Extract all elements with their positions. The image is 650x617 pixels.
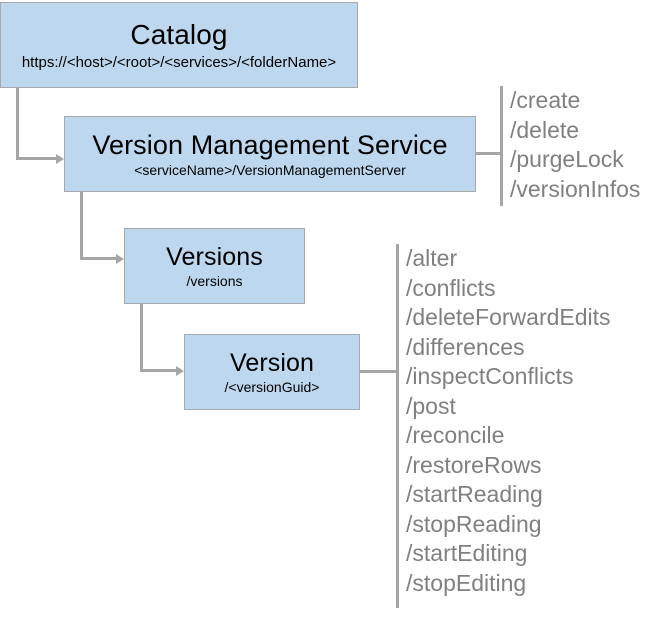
node-version[interactable]: Version /<versionGuid> <box>184 334 360 410</box>
node-catalog-subtitle: https://<host>/<root>/<services>/<folder… <box>21 53 337 71</box>
node-versions-subtitle: /versions <box>186 272 243 289</box>
arrowhead-icon <box>176 365 184 376</box>
operations-list-version: /alter /conflicts /deleteForwardEdits /d… <box>406 244 611 598</box>
operation-item[interactable]: /stopEditing <box>406 569 527 596</box>
operation-item[interactable]: /restoreRows <box>406 451 542 478</box>
operation-item[interactable]: /versionInfos <box>510 175 641 202</box>
operation-item[interactable]: /purgeLock <box>510 146 624 172</box>
node-catalog-title: Catalog <box>130 19 228 51</box>
connector-segment-vertical <box>80 192 83 260</box>
node-versions-title: Versions <box>166 242 263 271</box>
operations-bracket <box>500 86 503 206</box>
node-version-management-service-title: Version Management Service <box>92 129 448 160</box>
operation-item[interactable]: /conflicts <box>406 274 496 301</box>
operation-item[interactable]: /create <box>510 87 581 113</box>
connector-segment-vertical <box>140 304 143 372</box>
arrowhead-icon <box>116 253 124 264</box>
operation-item[interactable]: /reconcile <box>406 422 505 448</box>
node-versions[interactable]: Versions /versions <box>124 228 305 304</box>
node-version-title: Version <box>229 348 315 377</box>
connector-segment-horizontal <box>140 369 176 372</box>
operations-stem <box>476 152 500 155</box>
operation-item[interactable]: /post <box>406 392 456 419</box>
node-version-subtitle: /<versionGuid> <box>224 378 320 395</box>
operation-item[interactable]: /stopReading <box>406 510 542 537</box>
connector-segment-horizontal <box>16 157 56 160</box>
operations-stem <box>360 370 396 373</box>
node-version-management-service-subtitle: <serviceName>/VersionManagementServer <box>134 162 406 179</box>
node-catalog[interactable]: Catalog https://<host>/<root>/<services>… <box>0 2 358 88</box>
operation-item[interactable]: /delete <box>510 116 580 143</box>
connector-segment-horizontal <box>80 257 116 260</box>
operation-item[interactable]: /inspectConflicts <box>406 363 574 389</box>
operation-item[interactable]: /deleteForwardEdits <box>406 304 611 330</box>
operations-bracket <box>396 244 399 608</box>
operation-item[interactable]: /startReading <box>406 481 543 507</box>
operation-item[interactable]: /differences <box>406 333 525 360</box>
connector-segment-vertical <box>16 88 19 160</box>
operation-item[interactable]: /startEditing <box>406 540 528 566</box>
operation-item[interactable]: /alter <box>406 245 458 271</box>
node-version-management-service[interactable]: Version Management Service <serviceName>… <box>64 116 476 192</box>
operations-list-version-management-service: /create /delete /purgeLock /versionInfos <box>510 86 640 204</box>
arrowhead-icon <box>56 153 64 164</box>
